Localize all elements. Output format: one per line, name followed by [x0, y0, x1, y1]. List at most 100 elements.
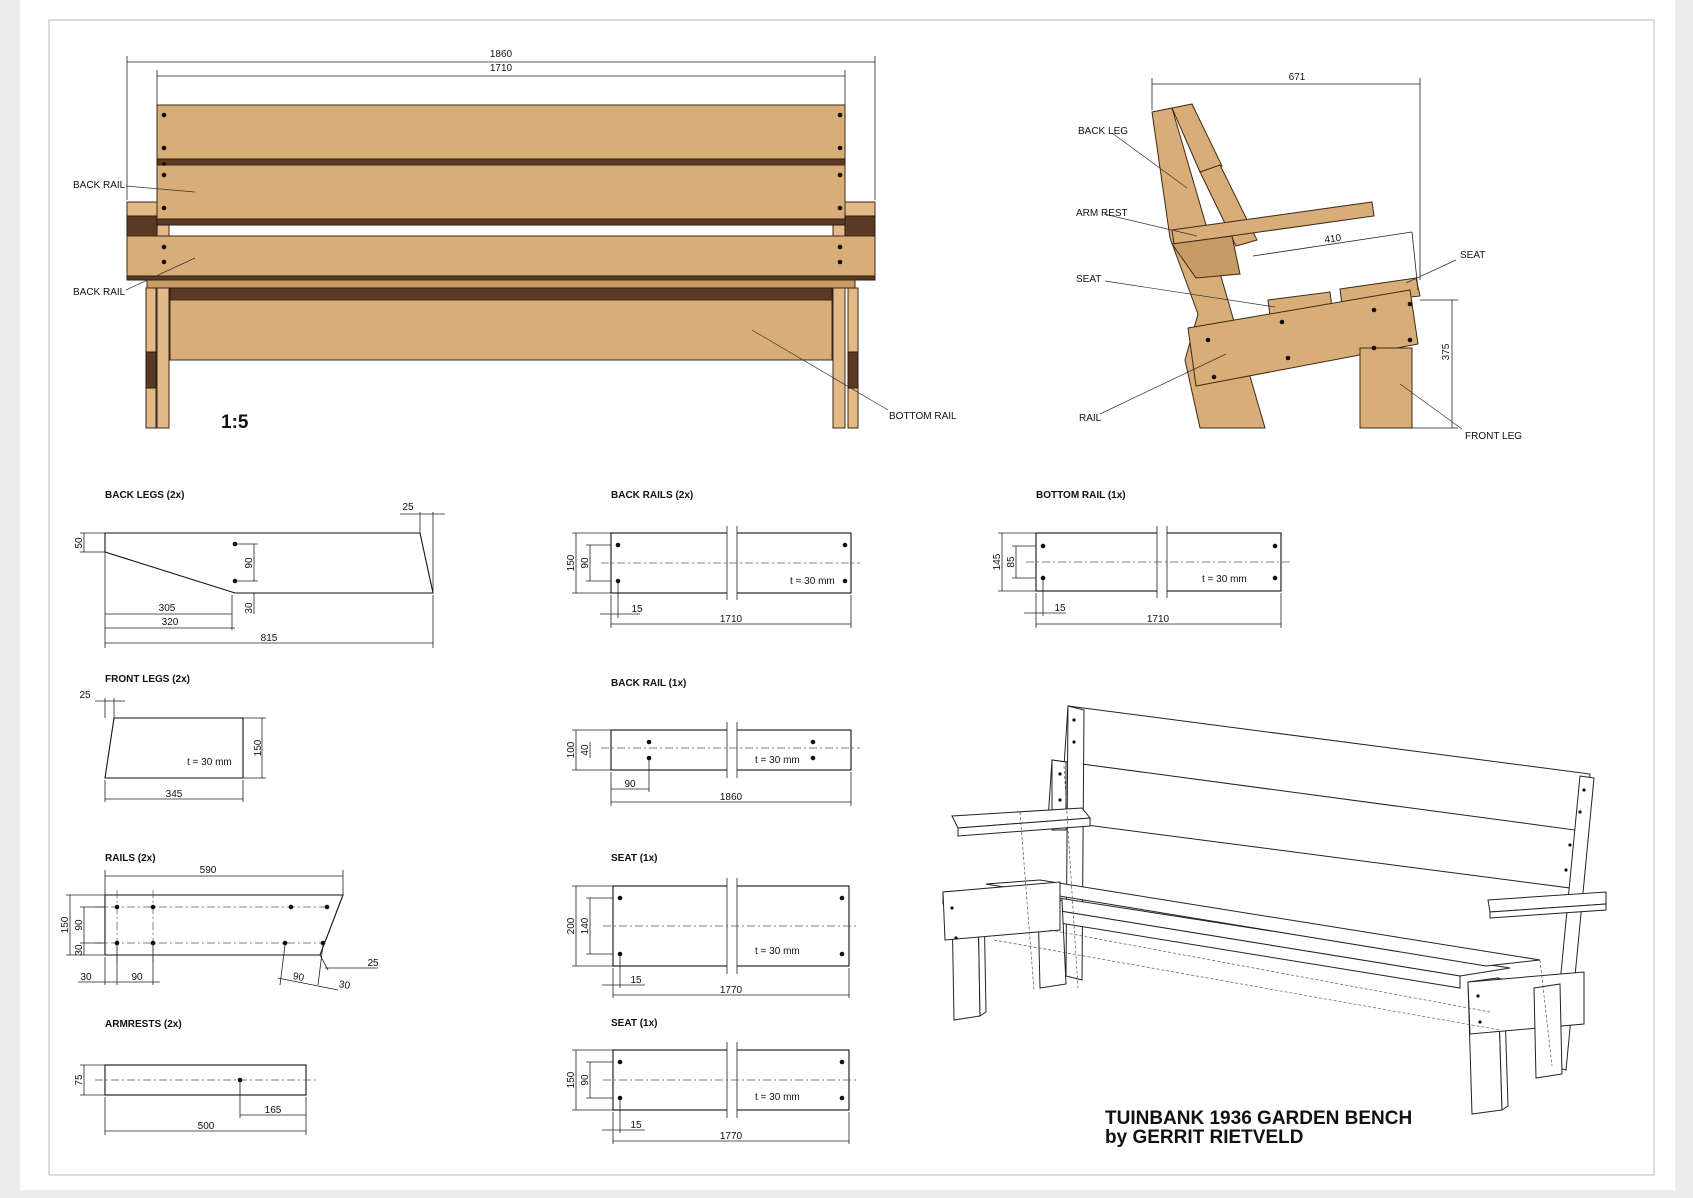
label-back-leg: BACK LEG — [1078, 126, 1128, 137]
title-seat-a: SEAT (1x) — [611, 853, 658, 864]
iso-screws — [950, 718, 1586, 1024]
label-back-rail-1: BACK RAIL — [73, 180, 126, 191]
dim-rails-30: 30 — [74, 944, 85, 956]
dim-seat-b-15: 15 — [630, 1120, 642, 1131]
part-back-rails: BACK RAILS (2x) t = 30 mm 150 90 15 1710 — [566, 490, 860, 628]
dim-seat-a-140: 140 — [580, 917, 591, 934]
scale-label: 1:5 — [221, 412, 249, 433]
dim-bl-305: 305 — [159, 603, 176, 614]
dim-seat-b-150: 150 — [566, 1071, 577, 1088]
dim-1710: 1710 — [490, 63, 513, 74]
dim-br1-40: 40 — [580, 744, 591, 756]
title-front-legs: FRONT LEGS (2x) — [105, 674, 190, 685]
label-arm-rest: ARM REST — [1076, 208, 1128, 219]
dim-bot-15: 15 — [1054, 603, 1066, 614]
dim-rails-590: 590 — [200, 865, 217, 876]
title-line-1: TUINBANK 1936 GARDEN BENCH — [1105, 1108, 1412, 1129]
part-front-legs: FRONT LEGS (2x) 25 150 t = 30 mm 345 — [79, 674, 266, 802]
dim-1860: 1860 — [490, 49, 513, 60]
label-back-rail-2: BACK RAIL — [73, 287, 126, 298]
part-bottom-rail: BOTTOM RAIL (1x) t = 30 mm 145 85 15 171… — [992, 490, 1290, 628]
front-view: 1860 1710 — [73, 49, 957, 433]
thickness-br1: t = 30 mm — [755, 755, 800, 766]
thickness-bottom-rail: t = 30 mm — [1202, 574, 1247, 585]
thickness-seat-a: t = 30 mm — [755, 946, 800, 957]
rail-holes — [114, 904, 330, 946]
screws-side — [1205, 301, 1413, 380]
dim-arm-500: 500 — [198, 1121, 215, 1132]
screws-front — [161, 112, 843, 265]
dim-rails-30b: 30 — [80, 972, 92, 983]
back-rail-top — [156, 104, 846, 160]
thickness-fl: t = 30 mm — [187, 757, 232, 768]
dim-seat-a-1770: 1770 — [720, 985, 743, 996]
dim-br2-15: 15 — [631, 604, 643, 615]
dim-410: 410 — [1324, 233, 1342, 246]
bottom-rail — [169, 299, 833, 361]
label-front-leg: FRONT LEG — [1465, 431, 1522, 442]
part-seat-b: SEAT (1x) t = 30 mm 150 90 15 1770 — [566, 1018, 858, 1144]
dim-br1-90: 90 — [624, 779, 636, 790]
thickness-br2: t = 30 mm — [790, 576, 835, 587]
dim-br2-90: 90 — [580, 557, 591, 569]
label-bottom-rail: BOTTOM RAIL — [889, 411, 957, 422]
dim-bot-1710: 1710 — [1147, 614, 1170, 625]
dim-375: 375 — [1441, 343, 1452, 360]
dim-fl-345: 345 — [166, 789, 183, 800]
dim-rails-90b: 90 — [131, 972, 143, 983]
side-rail — [1187, 289, 1419, 387]
dim-seat-b-1770: 1770 — [720, 1131, 743, 1142]
dim-rails-90: 90 — [74, 919, 85, 931]
title-rails: RAILS (2x) — [105, 853, 156, 864]
title-back-rails: BACK RAILS (2x) — [611, 490, 693, 501]
armrest-left-end — [126, 201, 158, 217]
dim-bl-30: 30 — [244, 602, 255, 614]
armrest-right-end — [844, 201, 876, 217]
dim-br2-1710: 1710 — [720, 614, 743, 625]
title-armrests: ARMRESTS (2x) — [105, 1019, 182, 1030]
dim-bl-320: 320 — [162, 617, 179, 628]
dim-rails-150: 150 — [60, 916, 71, 933]
dim-fl-150: 150 — [253, 739, 264, 756]
dim-bl-50: 50 — [74, 537, 85, 549]
dim-bl-90: 90 — [244, 557, 255, 569]
dim-671: 671 — [1289, 72, 1306, 83]
dim-br1-1860: 1860 — [720, 792, 743, 803]
part-back-legs: BACK LEGS (2x) 25 50 90 30 305 320 815 — [74, 490, 445, 648]
dim-arm-75: 75 — [74, 1074, 85, 1086]
side-view: 671 410 375 BACK LEG — [1076, 72, 1522, 442]
part-rails: RAILS (2x) 590 150 90 30 30 90 90 3 — [60, 853, 379, 992]
dim-seat-a-15: 15 — [630, 975, 642, 986]
dim-seat-a-200: 200 — [566, 917, 577, 934]
drawing-frame — [48, 19, 1655, 1176]
part-seat-a: SEAT (1x) t = 30 mm 200 140 15 1770 — [566, 853, 858, 998]
dim-bl-815: 815 — [261, 633, 278, 644]
dim-bot-145: 145 — [992, 553, 1003, 570]
part-armrests: ARMRESTS (2x) 75 165 500 — [74, 1019, 316, 1135]
side-armrest — [1171, 201, 1375, 245]
dim-bl-25: 25 — [402, 502, 414, 513]
dim-bot-85: 85 — [1006, 556, 1017, 568]
dim-rails-25: 25 — [367, 958, 379, 969]
title-back-legs: BACK LEGS (2x) — [105, 490, 184, 501]
thickness-seat-b: t = 30 mm — [755, 1092, 800, 1103]
dim-br1-100: 100 — [566, 741, 577, 758]
title-line-2: by GERRIT RIETVELD — [1105, 1127, 1303, 1148]
dim-br2-150: 150 — [566, 554, 577, 571]
dim-rails-90c: 90 — [292, 971, 305, 984]
dim-rails-30c: 30 — [338, 979, 351, 992]
title-bottom-rail: BOTTOM RAIL (1x) — [1036, 490, 1126, 501]
back-rail-middle — [156, 164, 846, 220]
isometric-view — [942, 705, 1607, 1115]
label-seat-right: SEAT — [1460, 250, 1485, 261]
dim-seat-b-90: 90 — [580, 1074, 591, 1086]
title-seat-b: SEAT (1x) — [611, 1018, 658, 1029]
side-front-leg — [1359, 347, 1413, 429]
label-seat-left: SEAT — [1076, 274, 1101, 285]
label-rail: RAIL — [1079, 413, 1102, 424]
seat-front — [126, 235, 876, 277]
dim-fl-25: 25 — [79, 690, 91, 701]
title-back-rail: BACK RAIL (1x) — [611, 678, 686, 689]
part-back-rail: BACK RAIL (1x) t = 30 mm 100 40 90 1860 — [566, 678, 860, 806]
